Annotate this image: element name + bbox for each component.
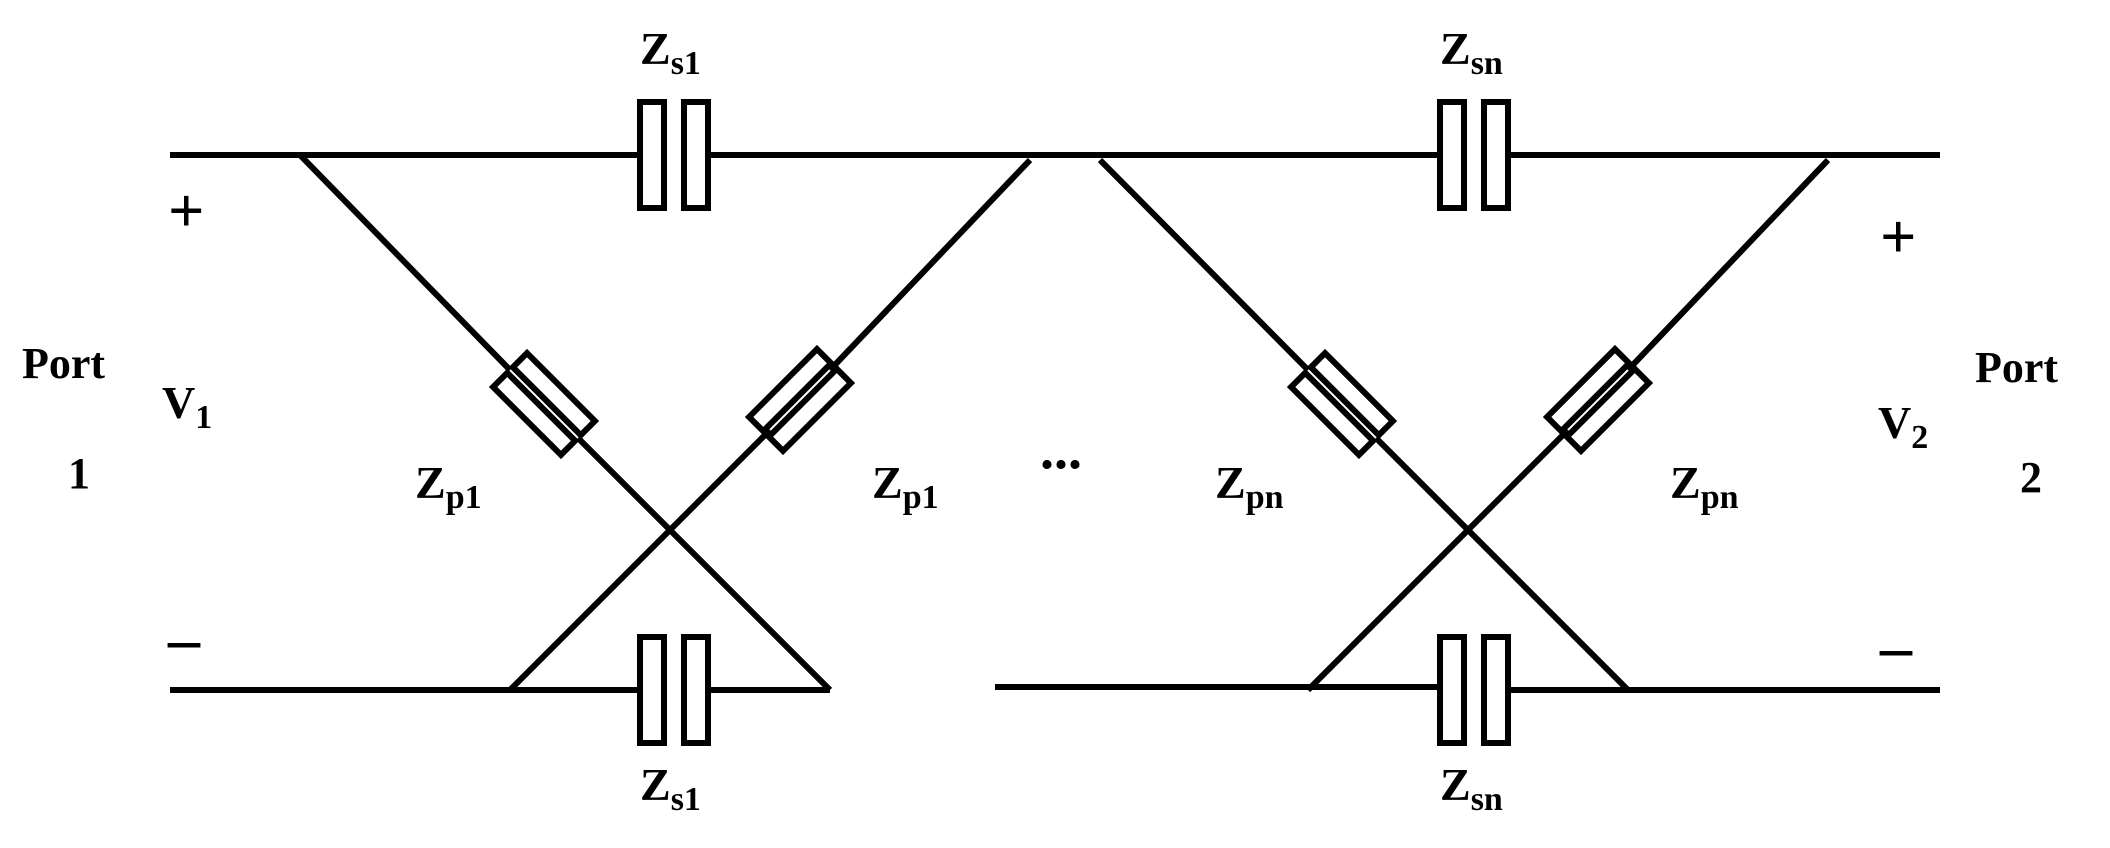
port2-label-line1: Port <box>1975 343 2058 392</box>
lattice-resonator-sectionN-right <box>1542 344 1654 456</box>
section1-diagonal-down-upper <box>297 152 513 373</box>
port1-plus-sign: + <box>168 175 204 246</box>
section1-diagonal-up-lower <box>507 427 773 693</box>
series-resonator-top-n <box>1437 99 1511 211</box>
label-series-bottom-n: Zsn <box>1440 759 1503 818</box>
sectionN-diagonal-up-lower <box>1305 427 1571 693</box>
series-resonator-top-1 <box>637 99 711 211</box>
sectionN-diagonal-up-upper <box>1625 157 1831 373</box>
series-resonator-bottom-n <box>1437 634 1511 746</box>
label-series-bottom-1: Zs1 <box>640 759 701 818</box>
lattice-resonator-section1-right <box>744 344 856 456</box>
port1-label-line1: Port <box>22 339 105 388</box>
sectionN-diagonal-down-lower <box>1373 435 1631 693</box>
sectionN-diagonal-down-upper <box>1097 157 1311 373</box>
port1-label-line2: 1 <box>68 449 90 498</box>
label-series-top-n: Zsn <box>1440 23 1503 82</box>
section1-diagonal-down-lower <box>575 435 833 693</box>
label-lattice-sectionN-right: Zpn <box>1670 457 1739 516</box>
port2-voltage-label: V2 <box>1878 397 1928 456</box>
port2-minus-sign: – <box>1879 611 1913 682</box>
section1-diagonal-up-upper <box>827 157 1033 373</box>
label-lattice-section1-right: Zp1 <box>872 457 939 516</box>
label-lattice-sectionN-left: Zpn <box>1215 457 1284 516</box>
port2-label-line2: 2 <box>2020 453 2042 502</box>
port1-voltage-label: V1 <box>162 377 212 436</box>
section-ellipsis: ... <box>1040 419 1082 481</box>
port1-minus-sign: – <box>167 603 201 674</box>
lattice-resonator-section1-left <box>488 348 600 460</box>
label-lattice-section1-left: Zp1 <box>415 457 482 516</box>
label-series-top-1: Zs1 <box>640 23 701 82</box>
port2-plus-sign: + <box>1880 201 1916 272</box>
lattice-resonator-sectionN-left <box>1286 348 1398 460</box>
series-resonator-bottom-1 <box>637 634 711 746</box>
